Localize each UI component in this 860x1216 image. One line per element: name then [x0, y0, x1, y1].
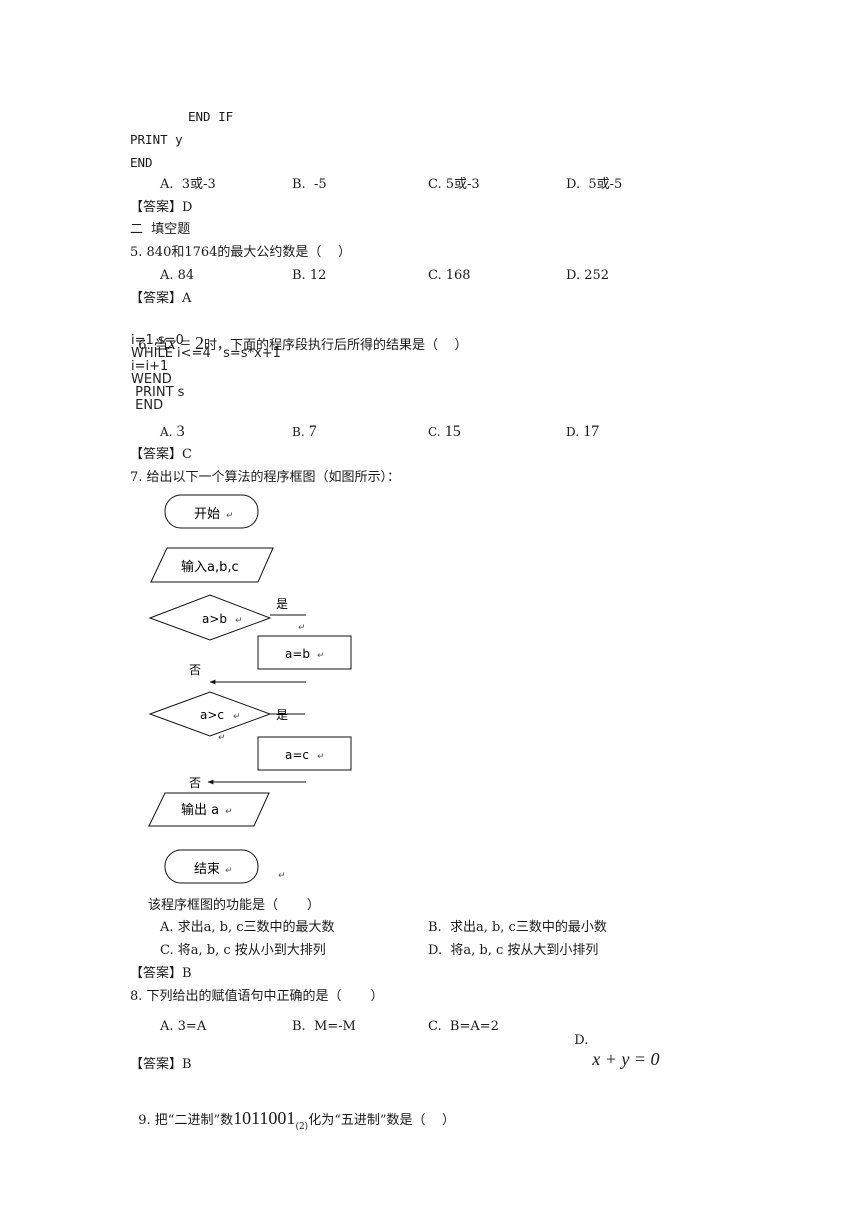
q6-code-line: WEND [131, 372, 172, 387]
q5-option-c: C. 168 [428, 268, 471, 283]
flow-no-2-label: 否 [189, 776, 201, 790]
q8-option-d: D. x + y = 0 [566, 1014, 660, 1071]
q6-code-line: i=1,s=0 [131, 333, 184, 348]
q6-option-d-label: D. [566, 425, 580, 439]
q6-option-d: D. 17 [566, 423, 599, 442]
q4-option-d: D. 5或-5 [566, 177, 623, 192]
q5-answer: 【答案】A [130, 291, 192, 306]
q9-stem-post: 化为“五进制”数是（ ） [308, 1113, 456, 1128]
q6-option-c: C. 15 [428, 423, 461, 442]
q6-code-image: i=1,s=0 WHILE i<=4 s=s*x+1 i=i+1 WEND PR… [131, 334, 301, 414]
q6-stem-post: 时，下面的程序段执行后所得的结果是（ ） [203, 338, 468, 353]
q7-option-d: D. 将a, b, c 按从大到小排列 [428, 943, 599, 958]
q6-option-c-label: C. [428, 425, 441, 439]
q6-option-b-label: B. [292, 425, 305, 439]
flow-assign-1-label: a=b [285, 647, 310, 661]
code-line-end: END [130, 155, 153, 170]
q8-option-d-label: D. [574, 1033, 589, 1048]
flow-no-1-label: 否 [189, 663, 201, 677]
q6-option-a-value: 3 [176, 423, 185, 440]
flow-yes-1-label: 是 [276, 597, 288, 611]
q9-binary-number: 1011001 [233, 1108, 296, 1128]
q5-option-d: D. 252 [566, 268, 610, 283]
q6-option-a: A. 3 [160, 423, 185, 442]
flow-return-mark: ↵ [235, 616, 243, 626]
q6-option-d-value: 17 [583, 423, 600, 440]
flow-output-label: 输出 a [181, 802, 219, 818]
q4-option-a: A. 3或-3 [160, 177, 216, 192]
q7-answer: 【答案】B [130, 966, 192, 981]
q4-option-b: B. -5 [292, 177, 327, 192]
flow-end-label: 结束 [194, 862, 220, 877]
flow-return-mark: ↵ [278, 871, 286, 881]
q6-eq: = 2 [175, 333, 204, 353]
q6-stem-pre: 6. 当 [138, 338, 168, 353]
flow-output-box [148, 792, 270, 827]
flow-return-mark: ↵ [317, 651, 325, 661]
q6-option-c-value: 15 [444, 423, 461, 440]
q9-base: (2) [295, 1122, 309, 1132]
flow-assign-1-box [257, 635, 352, 670]
q8-option-a: A. 3=A [160, 1019, 207, 1034]
q7-option-c: C. 将a, b, c 按从小到大排列 [160, 943, 326, 958]
q6-answer: 【答案】C [130, 447, 192, 462]
q6-option-b-value: 7 [308, 423, 317, 440]
q6-option-a-label: A. [160, 425, 173, 439]
q8-option-c: C. B=A=2 [428, 1019, 499, 1034]
flow-yes-2-label: 是 [276, 708, 288, 722]
flow-decision-1-label: a>b [202, 612, 227, 626]
flow-decision-1 [148, 594, 272, 641]
flow-input-label: 输入a,b,c [181, 559, 239, 575]
q7-option-b: B. 求出a, b, c三数中的最小数 [428, 920, 607, 935]
q6-option-b: B. 7 [292, 423, 317, 442]
flow-return-mark: ↵ [226, 511, 234, 521]
q5-stem: 5. 840和1764的最大公约数是（ ） [130, 245, 351, 260]
flow-return-mark: ↵ [317, 752, 325, 762]
flow-start-label: 开始 [194, 507, 220, 522]
q9-stem-pre: 9. 把“二进制”数 [138, 1113, 234, 1128]
q4-answer: 【答案】D [130, 200, 193, 215]
q5-option-b: B. 12 [292, 268, 327, 283]
flow-assign-2-label: a=c [285, 748, 309, 762]
flow-return-mark: ↵ [225, 866, 233, 876]
q8-answer: 【答案】B [130, 1057, 192, 1072]
q4-option-c: C. 5或-3 [428, 177, 480, 192]
q7-question: 该程序框图的功能是（ ） [148, 898, 320, 913]
flow-start-terminal [164, 494, 259, 529]
code-line-print: PRINT y [130, 132, 183, 147]
flowchart: 开始 ↵ 输入a,b,c a>b ↵ 是 ↵ a=b ↵ 否 a>c ↵ ↵ 是… [148, 494, 352, 884]
q6-code-line: WHILE i<=4 s=s*x+1 [131, 346, 281, 361]
q6-code-line: PRINT s [131, 385, 185, 400]
q6-stem: 6. 当x = 2时，下面的程序段执行后所得的结果是（ ） [130, 310, 468, 357]
q9-stem: 9. 把“二进制”数1011001(2)化为“五进制”数是（ ） [130, 1082, 455, 1139]
q8-option-d-math: x + y = 0 [592, 1049, 660, 1069]
flow-return-mark: ↵ [225, 807, 233, 817]
q7-option-a: A. 求出a, b, c三数中的最大数 [160, 920, 335, 935]
flow-return-mark: ↵ [298, 623, 306, 633]
q7-stem: 7. 给出以下一个算法的程序框图（如图所示）： [130, 470, 401, 485]
flow-return-mark: ↵ [218, 733, 226, 743]
section-heading: 二 填空题 [130, 222, 191, 237]
q6-x-var: x [167, 333, 176, 353]
flow-decision-2-label: a>c [200, 708, 224, 722]
q5-option-a: A. 84 [160, 268, 195, 283]
q8-option-b: B. M=-M [292, 1019, 356, 1034]
flow-end-terminal [164, 849, 259, 884]
flow-assign-2-box [257, 736, 352, 771]
code-line-end-if: END IF [188, 109, 234, 124]
flow-input-box [150, 547, 274, 583]
q8-stem: 8. 下列给出的赋值语句中正确的是（ ） [130, 989, 384, 1004]
q6-code-line: i=i+1 [131, 359, 169, 374]
q6-code-line: END [131, 398, 164, 413]
flow-return-mark: ↵ [233, 712, 241, 722]
